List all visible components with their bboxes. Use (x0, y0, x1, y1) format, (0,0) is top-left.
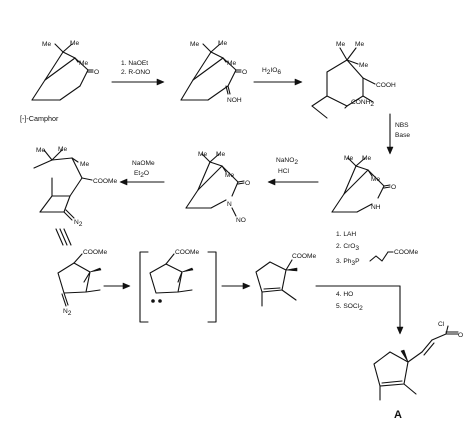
reagent-step7-line1: 4. HO (336, 291, 353, 298)
reagent-step4-line2: HCl (278, 168, 290, 175)
arrow-step-5 (119, 178, 165, 186)
camphor-name: [-]-Camphor (20, 114, 59, 123)
oxime-noh: NOH (227, 97, 242, 104)
cyclopentene-coome: COOMe (292, 253, 317, 260)
diazo-cyclopentane-coome: COOMe (83, 249, 108, 256)
camphor-me-1: Me (42, 41, 51, 48)
nitroso-lactam-me-2: Me (216, 151, 225, 158)
product-a-cl: Cl (438, 321, 445, 328)
arrow-step-6 (103, 282, 131, 290)
acid-amide-structure: Me Me Me COOH CONH2 (311, 41, 396, 119)
nitroso-lactam-me-3: Me (225, 172, 234, 179)
reagent-step6-ester: COOMe (394, 249, 419, 256)
diazo-cyclopentane-structure: COOMe N2 (57, 249, 108, 317)
reagent-step1-line1: 1. NaOEt (121, 60, 148, 67)
acid-amide-me-3: Me (359, 62, 368, 69)
cyclopentene-ester-structure: COOMe (255, 253, 317, 307)
diazo-bicyclic-me-1: Me (36, 147, 45, 154)
lactam-me-2: Me (362, 155, 371, 162)
reagent-step5-line1: NaOMe (132, 160, 155, 167)
lactam-me-3: Me (371, 176, 380, 183)
reagent-step3-line1: NBS (395, 122, 409, 129)
product-a-structure: Cl O (373, 321, 463, 401)
diazo-bicyclic-me-3: Me (80, 161, 89, 168)
arrow-to-product (315, 285, 404, 335)
carbene-intermediate: COOMe (139, 249, 217, 323)
diazo-bicyclic-n2: N2 (74, 219, 83, 228)
carbene-coome: COOMe (175, 249, 200, 256)
lactam-oxygen: O (391, 184, 396, 191)
reagent-step7-line2: 5. SOCl2 (336, 303, 363, 312)
acid-amide-cooh: COOH (376, 82, 396, 89)
acid-amide-conh2: CONH2 (351, 99, 374, 108)
nitroso-lactam-structure: Me Me Me O N NO (185, 151, 250, 224)
reagent-step1-line2: 2. R-ONO (121, 69, 150, 76)
equivalence-marker (55, 228, 72, 246)
reagent-step6-line2: 2. CrO3 (336, 243, 359, 252)
lactam-structure: Me Me Me O NH (331, 155, 396, 213)
reagent-step2: H2IO6 (262, 67, 281, 76)
reagent-step3-line2: Base (395, 132, 410, 139)
diazo-bicyclic-me-2: Me (58, 146, 67, 153)
diazo-cyclopentane-n2: N2 (63, 308, 72, 317)
oxime-me-2: Me (218, 40, 227, 47)
arrow-step-3 (386, 113, 394, 155)
acid-amide-me-1: Me (336, 41, 345, 48)
carbene-lone-pair-dot (151, 299, 155, 303)
acid-amide-me-2: Me (355, 41, 364, 48)
arrow-step-7 (221, 282, 251, 290)
oxime-me-3: Me (227, 60, 236, 67)
carbene-lone-pair-dot (158, 299, 162, 303)
camphor-me-2: Me (70, 40, 79, 47)
camphor-me-3: Me (79, 60, 88, 67)
reagent-step5-line2: Et2O (134, 170, 149, 179)
arrow-step-4 (267, 178, 319, 186)
product-a-label: A (394, 409, 402, 421)
oxime-me-1: Me (190, 41, 199, 48)
camphor-structure: Me Me Me O (31, 40, 99, 101)
camphor-oxygen: O (94, 69, 99, 76)
reagent-step4-line1: NaNO2 (276, 157, 298, 166)
reagent-step6-line3: 3. Ph3P (336, 258, 360, 267)
nitroso-lactam-n: N (227, 201, 232, 208)
arrow-step-1 (111, 78, 165, 86)
wittig-ylide-sketch (369, 251, 394, 262)
lactam-nh: NH (371, 204, 381, 211)
nitroso-lactam-oxygen: O (245, 180, 250, 187)
nitroso-lactam-me-1: Me (198, 151, 207, 158)
reagent-step6-line1: 1. LAH (336, 231, 356, 238)
arrow-step-2 (253, 78, 303, 86)
lactam-me-1: Me (344, 155, 353, 162)
nitroso-lactam-no: NO (236, 217, 246, 224)
oxime-structure: Me Me Me O NOH (180, 40, 247, 104)
oxime-oxygen: O (242, 69, 247, 76)
product-a-oxygen: O (458, 332, 463, 339)
diazo-bicyclic-structure: Me Me Me COOMe N2 (33, 146, 118, 228)
diazo-bicyclic-coome: COOMe (93, 178, 118, 185)
